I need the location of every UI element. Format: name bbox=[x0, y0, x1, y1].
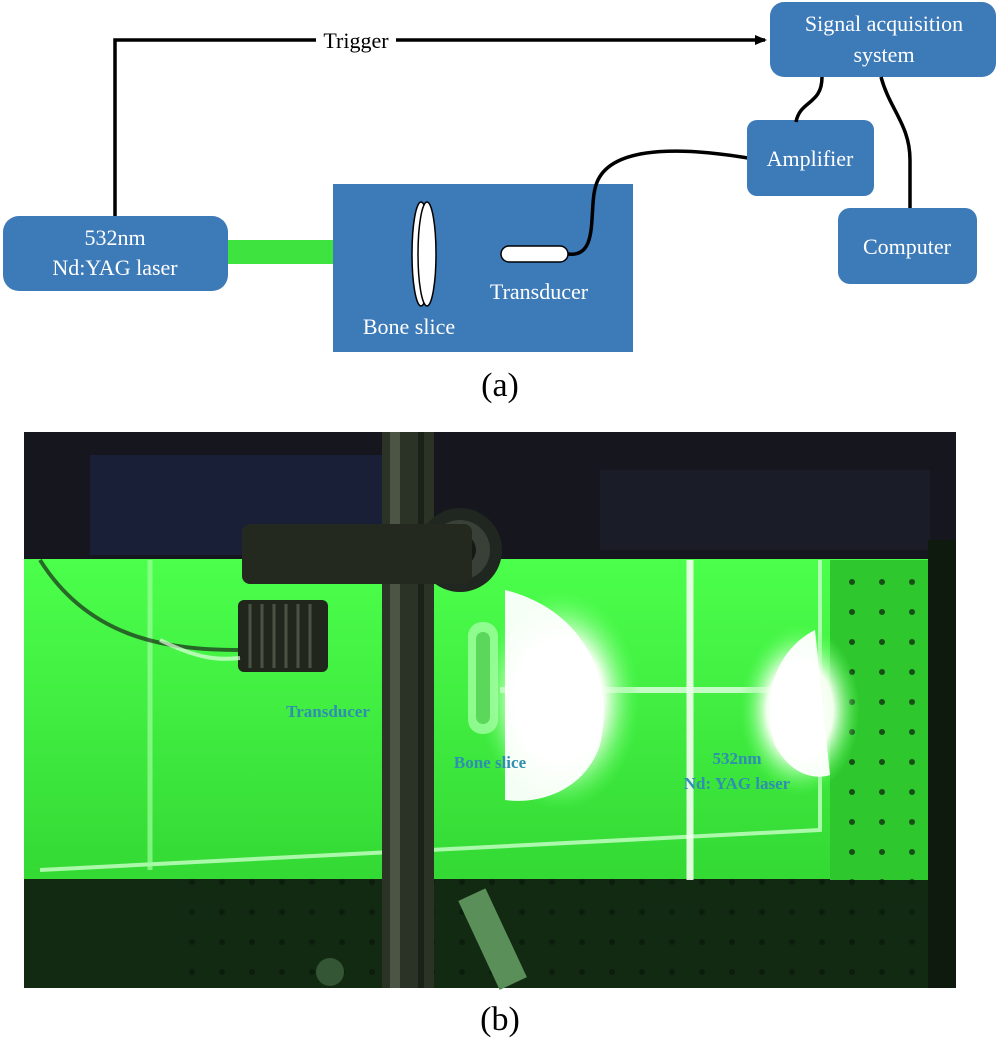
panel-a-caption: (a) bbox=[481, 367, 519, 404]
signal-acquisition-line1: Signal acquisition bbox=[805, 11, 963, 36]
photo-bone-slice-label: Bone slice bbox=[454, 753, 527, 772]
photo-laser-label-line1: 532nm bbox=[712, 749, 761, 768]
panel-a-schematic: Trigger 532nm Nd:YAG laser Bone slice Tr… bbox=[3, 2, 996, 404]
signal-acquisition-box: Signal acquisition system bbox=[770, 2, 996, 77]
photo-laser-label-line2: Nd: YAG laser bbox=[684, 774, 791, 793]
laser-box: 532nm Nd:YAG laser bbox=[3, 216, 228, 291]
panel-b-photo: Transducer Bone slice 532nm Nd: YAG lase… bbox=[24, 432, 956, 990]
computer-box: Computer bbox=[838, 208, 977, 284]
trigger-label: Trigger bbox=[323, 28, 389, 53]
amplifier-box: Amplifier bbox=[747, 120, 874, 196]
transducer-probe bbox=[500, 245, 569, 263]
transducer-cable bbox=[567, 149, 749, 256]
transducer-label: Transducer bbox=[490, 279, 589, 304]
amplifier-to-acquisition-cable bbox=[794, 76, 824, 123]
signal-acquisition-line2: system bbox=[853, 42, 914, 67]
amplifier-label: Amplifier bbox=[767, 146, 854, 171]
trigger-wire bbox=[113, 35, 767, 216]
panel-b-caption: (b) bbox=[480, 1001, 520, 1038]
bone-slice-label: Bone slice bbox=[363, 314, 455, 339]
laser-box-line2: Nd:YAG laser bbox=[52, 255, 178, 280]
bone-slice-disk bbox=[411, 201, 437, 307]
acquisition-to-computer-cable bbox=[879, 76, 912, 208]
photo-transducer-label: Transducer bbox=[286, 702, 370, 721]
water-tank bbox=[333, 184, 633, 352]
mount-rod bbox=[382, 432, 434, 988]
laser-box-line1: 532nm bbox=[84, 225, 145, 250]
computer-label: Computer bbox=[863, 234, 952, 259]
